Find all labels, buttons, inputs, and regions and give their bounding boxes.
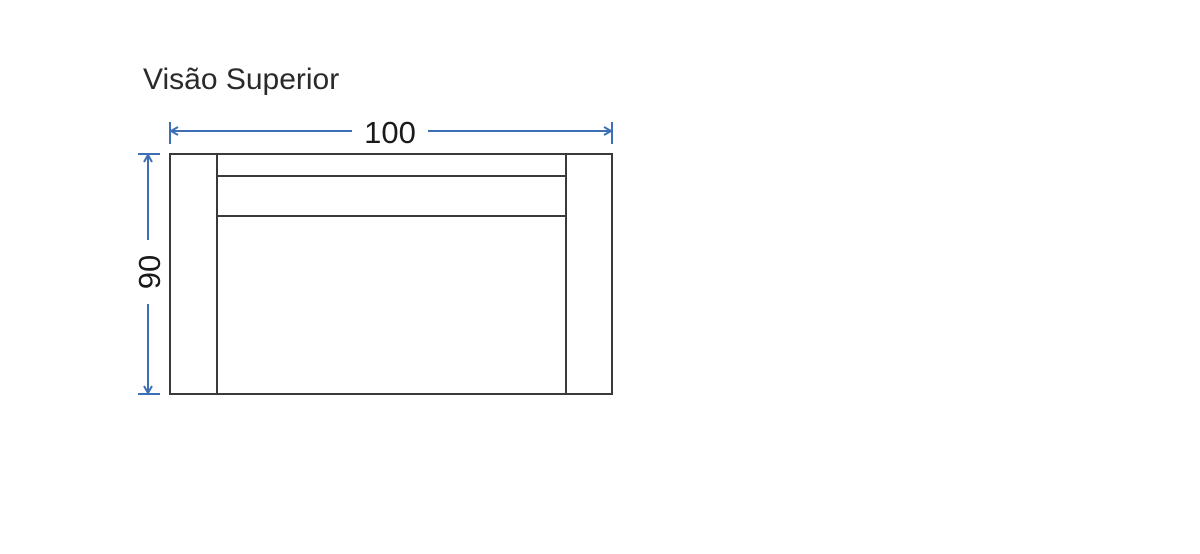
left-armrest — [169, 153, 218, 395]
sofa-outline — [169, 153, 613, 395]
diagram-title: Visão Superior — [143, 63, 339, 96]
right-armrest — [565, 153, 613, 395]
depth-dimension-label: 90 — [132, 255, 167, 289]
depth-dimension — [138, 152, 160, 396]
width-dimension — [168, 122, 614, 144]
sofa-frame — [169, 153, 613, 395]
depth-dimension-arrow-top — [143, 152, 153, 163]
width-dimension-label: 100 — [364, 115, 416, 150]
width-dimension-arrow-right — [603, 126, 614, 136]
depth-dimension-arrow-bottom — [143, 385, 153, 396]
width-dimension-arrow-left — [168, 126, 179, 136]
